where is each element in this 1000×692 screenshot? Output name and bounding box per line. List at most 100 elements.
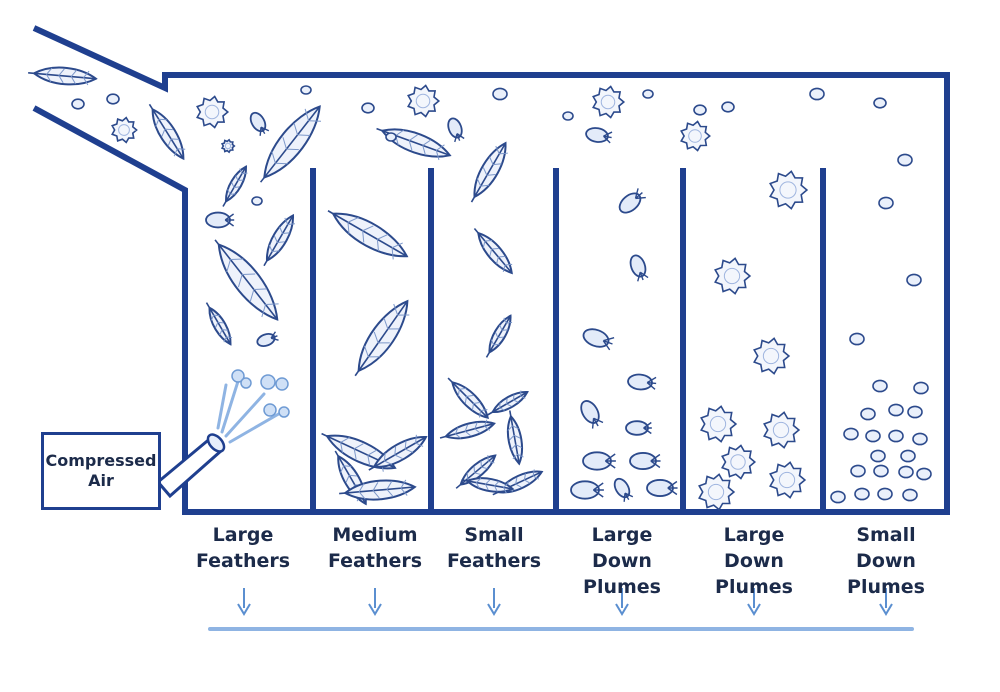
down-bit-icon xyxy=(877,487,893,501)
compressed-air-label: Compressed Air xyxy=(41,432,161,510)
feather-icon xyxy=(339,479,417,501)
down-bit-icon xyxy=(912,432,928,446)
label-large-down-plumes-2: Large Down Plumes xyxy=(694,522,814,600)
down-puff-icon xyxy=(769,461,807,499)
down-puff-icon xyxy=(698,473,736,511)
label-line: Down xyxy=(724,550,784,572)
down-bit-icon xyxy=(850,464,866,478)
air-puffs xyxy=(231,369,290,418)
feather-icon xyxy=(470,141,508,203)
label-line: Down xyxy=(856,550,916,572)
down-bit-icon xyxy=(913,381,929,395)
down-bit-icon xyxy=(71,98,85,110)
down-bit-icon xyxy=(897,153,913,167)
down-bit-icon xyxy=(872,379,888,393)
down-bit-icon xyxy=(106,93,120,105)
down-puff-icon xyxy=(680,120,711,152)
feather-icon xyxy=(487,390,529,416)
feather-icon xyxy=(485,314,513,358)
down-arrow-icon xyxy=(237,588,251,616)
label-large-feathers: Large Feathers xyxy=(183,522,303,574)
down-puff-icon xyxy=(763,411,801,449)
label-line: Large xyxy=(723,524,785,546)
down-plume-icon xyxy=(205,211,235,229)
label-line: Medium xyxy=(332,524,418,546)
air-jets xyxy=(216,373,284,444)
label-line: Plumes xyxy=(715,576,793,598)
particles-layer xyxy=(28,66,932,511)
down-plume-icon xyxy=(447,117,465,143)
down-plume-icon xyxy=(570,480,604,500)
down-plume-icon xyxy=(613,477,634,502)
down-bit-icon xyxy=(843,427,859,441)
down-puff-icon xyxy=(753,337,791,375)
down-puff-icon xyxy=(111,116,138,144)
feather-icon xyxy=(455,454,497,489)
label-line: Plumes xyxy=(847,576,925,598)
down-bit-icon xyxy=(888,429,904,443)
label-line: Feathers xyxy=(327,550,423,572)
down-bit-icon xyxy=(916,467,932,481)
down-bit-icon xyxy=(562,111,574,121)
down-bit-icon xyxy=(865,429,881,443)
feather-icon xyxy=(28,66,98,86)
down-puff-icon xyxy=(714,257,752,295)
down-bit-icon xyxy=(854,487,870,501)
down-bit-icon xyxy=(809,87,825,101)
down-bit-icon xyxy=(902,488,918,502)
label-line: Plumes xyxy=(583,576,661,598)
output-arrows xyxy=(237,588,893,616)
feather-icon xyxy=(205,302,233,346)
down-bit-icon xyxy=(693,104,707,116)
down-plume-icon xyxy=(582,328,615,351)
compressed-air-line2: Air xyxy=(88,471,114,490)
feather-icon xyxy=(354,299,410,377)
label-small-feathers: Small Feathers xyxy=(434,522,554,574)
down-bit-icon xyxy=(492,87,508,101)
label-line: Feathers xyxy=(446,550,542,572)
feather-icon xyxy=(473,227,513,275)
feather-icon xyxy=(259,105,322,183)
down-puff-icon xyxy=(220,138,236,154)
down-bit-icon xyxy=(870,449,886,463)
down-puff-icon xyxy=(721,444,757,480)
air-nozzle xyxy=(155,433,226,499)
down-plume-icon xyxy=(625,420,652,436)
down-arrow-icon xyxy=(615,588,629,616)
down-bit-icon xyxy=(873,464,889,478)
down-bit-icon xyxy=(888,403,904,417)
down-plume-icon xyxy=(580,400,604,429)
down-plume-icon xyxy=(585,127,613,144)
down-puff-icon xyxy=(407,84,441,118)
chamber-walls xyxy=(32,25,950,515)
feather-icon xyxy=(447,377,489,419)
down-bit-icon xyxy=(849,332,865,346)
down-plume-icon xyxy=(256,331,279,347)
down-bit-icon xyxy=(873,97,887,109)
feather-icon xyxy=(263,213,295,267)
down-arrow-icon xyxy=(368,588,382,616)
feather-icon xyxy=(507,410,524,466)
down-puff-icon xyxy=(592,85,626,119)
down-bit-icon xyxy=(900,449,916,463)
feather-icon xyxy=(222,165,248,207)
down-bit-icon xyxy=(860,407,876,421)
down-arrow-icon xyxy=(879,588,893,616)
down-bit-icon xyxy=(300,85,312,95)
label-small-down-plumes: Small Down Plumes xyxy=(826,522,946,600)
down-plume-icon xyxy=(629,254,649,282)
down-bit-icon xyxy=(642,89,654,99)
down-puff-icon xyxy=(769,170,809,210)
label-line: Down xyxy=(592,550,652,572)
down-bit-icon xyxy=(830,490,846,504)
feather-icon xyxy=(148,103,186,161)
label-medium-feathers: Medium Feathers xyxy=(315,522,435,574)
down-arrow-icon xyxy=(487,588,501,616)
down-puff-icon xyxy=(700,405,738,443)
down-puff-icon xyxy=(196,95,230,129)
label-line: Feathers xyxy=(195,550,291,572)
down-plume-icon xyxy=(618,188,646,214)
feather-icon xyxy=(214,239,279,321)
down-bit-icon xyxy=(907,405,923,419)
